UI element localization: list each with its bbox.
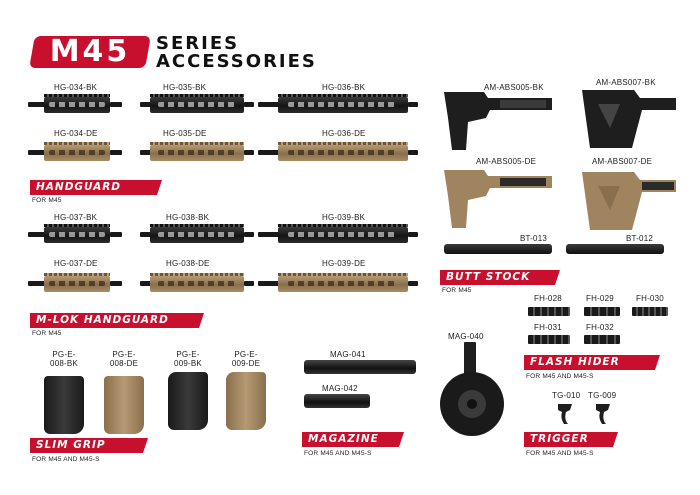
- buffer-tube-bt-013: [444, 244, 552, 254]
- section-flashhider-sub: FOR M45 AND M45-S: [526, 373, 594, 380]
- label-hg-038-de: HG-038-DE: [166, 259, 210, 268]
- grip-pg-e-009-de: [226, 372, 266, 430]
- label-pg-e-009-bk-1: PG-E-: [176, 350, 200, 359]
- flash-hider-fh-029: [584, 307, 620, 316]
- label-hg-037-bk: HG-037-BK: [54, 213, 98, 222]
- label-hg-034-de: HG-034-DE: [54, 129, 98, 138]
- label-fh-031: FH-031: [534, 323, 562, 332]
- flash-hider-fh-030: [632, 307, 668, 316]
- section-trigger-label: TRIGGER: [524, 432, 618, 447]
- label-pg-e-009-de-2: 009-DE: [231, 359, 261, 368]
- section-handguard-sub: FOR M45: [32, 197, 62, 204]
- buttstock-am-abs005-de: [444, 170, 552, 228]
- label-hg-036-bk: HG-036-BK: [322, 83, 366, 92]
- label-hg-036-de: HG-036-DE: [322, 129, 366, 138]
- section-grip-sub: FOR M45 AND M45-S: [32, 456, 100, 463]
- title-line2: ACCESSORIES: [156, 51, 317, 72]
- buttstock-am-abs007-de: [582, 172, 676, 230]
- magazine-mag-040: [440, 342, 504, 436]
- flash-hider-fh-032: [584, 335, 620, 344]
- label-am-abs007-de: AM-ABS007-DE: [592, 157, 653, 166]
- label-pg-e-008-bk-2: 008-BK: [50, 359, 78, 368]
- trigger-tg-010: [558, 404, 572, 424]
- section-magazine-sub: FOR M45 AND M45-S: [304, 450, 372, 457]
- grip-pg-e-008-bk: [44, 376, 84, 434]
- flash-hider-fh-028: [528, 307, 570, 316]
- buttstock-am-abs007-bk: [582, 90, 676, 148]
- section-buttstock-sub: FOR M45: [442, 287, 472, 294]
- section-mlok-label: M-LOK HANDGUARD: [30, 313, 204, 328]
- section-grip-label: SLIM GRIP: [30, 438, 148, 453]
- magazine-mag-042: [304, 394, 370, 408]
- label-bt-012: BT-012: [626, 234, 653, 243]
- label-bt-013: BT-013: [520, 234, 547, 243]
- label-hg-037-de: HG-037-DE: [54, 259, 98, 268]
- section-buttstock-label: BUTT STOCK: [440, 270, 560, 285]
- grip-pg-e-009-bk: [168, 372, 208, 430]
- label-tg-010: TG-010: [552, 391, 581, 400]
- label-pg-e-008-bk-1: PG-E-: [52, 350, 76, 359]
- label-hg-038-bk: HG-038-BK: [166, 213, 210, 222]
- label-tg-009: TG-009: [588, 391, 617, 400]
- section-trigger-sub: FOR M45 AND M45-S: [526, 450, 594, 457]
- title-line1: SERIES: [156, 33, 240, 54]
- label-mag-041: MAG-041: [330, 350, 366, 359]
- label-hg-035-bk: HG-035-BK: [163, 83, 207, 92]
- grip-pg-e-008-de: [104, 376, 144, 434]
- label-fh-029: FH-029: [586, 294, 614, 303]
- label-am-abs005-de: AM-ABS005-DE: [476, 157, 537, 166]
- label-pg-e-009-bk-2: 009-BK: [174, 359, 202, 368]
- trigger-tg-009: [596, 404, 610, 424]
- label-fh-032: FH-032: [586, 323, 614, 332]
- label-fh-030: FH-030: [636, 294, 664, 303]
- buffer-tube-bt-012: [566, 244, 664, 254]
- label-mag-042: MAG-042: [322, 384, 358, 393]
- magazine-mag-041: [304, 360, 416, 374]
- label-hg-035-de: HG-035-DE: [163, 129, 207, 138]
- label-hg-034-bk: HG-034-BK: [54, 83, 98, 92]
- label-fh-028: FH-028: [534, 294, 562, 303]
- title-logo: M45: [49, 34, 131, 69]
- label-pg-e-008-de-1: PG-E-: [112, 350, 136, 359]
- label-pg-e-009-de-1: PG-E-: [234, 350, 258, 359]
- label-hg-039-de: HG-039-DE: [322, 259, 366, 268]
- flash-hider-fh-031: [528, 335, 570, 344]
- label-am-abs007-bk: AM-ABS007-BK: [596, 78, 656, 87]
- label-mag-040: MAG-040: [448, 332, 484, 341]
- label-hg-039-bk: HG-039-BK: [322, 213, 366, 222]
- buttstock-am-abs005-bk: [444, 92, 552, 150]
- section-flashhider-label: FLASH HIDER: [524, 355, 660, 370]
- section-mlok-sub: FOR M45: [32, 330, 62, 337]
- section-handguard-label: HANDGUARD: [30, 180, 162, 195]
- label-pg-e-008-de-2: 008-DE: [109, 359, 139, 368]
- label-am-abs005-bk: AM-ABS005-BK: [484, 83, 544, 92]
- section-magazine-label: MAGAZINE: [302, 432, 404, 447]
